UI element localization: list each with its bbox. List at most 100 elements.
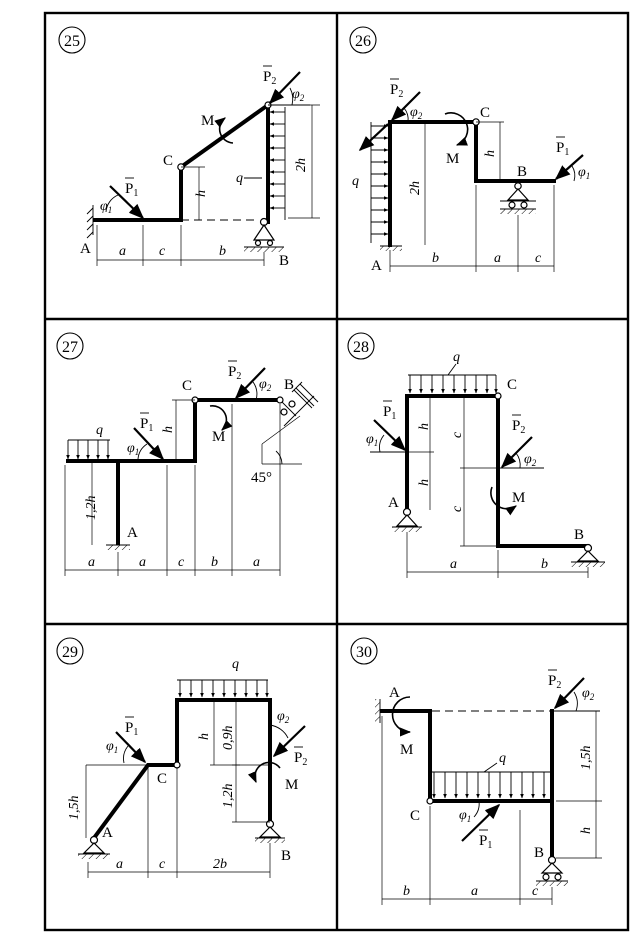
dim-b: b xyxy=(219,244,226,259)
dim-h: h xyxy=(483,150,498,157)
label-a: A xyxy=(80,241,91,257)
force-p1 xyxy=(115,731,147,764)
dim-2h: 2h xyxy=(408,181,423,195)
force-p2 xyxy=(268,71,301,105)
dim-c: c xyxy=(450,431,465,438)
dim-a: a xyxy=(119,244,126,259)
problem-number: 26 xyxy=(355,33,371,50)
label-p2: P2 xyxy=(548,673,561,691)
moment-m xyxy=(214,117,234,144)
dim-2b: 2b xyxy=(213,857,227,872)
label-c: C xyxy=(163,153,173,169)
distributed-load-q xyxy=(177,679,269,698)
label-a: A xyxy=(389,685,400,701)
dim-2h: 2h xyxy=(294,158,309,172)
label-q: q xyxy=(232,657,239,672)
dim-b: b xyxy=(432,251,439,266)
label-p2: P2 xyxy=(512,418,525,436)
distributed-load-q xyxy=(408,374,498,394)
hinge-c xyxy=(494,392,502,400)
label-a: A xyxy=(388,495,399,511)
problem-number: 30 xyxy=(356,644,372,661)
moment-m xyxy=(209,405,233,431)
dimension-lines xyxy=(64,399,281,576)
label-phi1: φ1 xyxy=(127,441,139,457)
label-q: q xyxy=(96,423,103,438)
moment-m xyxy=(490,486,517,516)
label-b: B xyxy=(284,377,294,393)
dim-c: c xyxy=(159,244,166,259)
label-b: B xyxy=(574,527,584,543)
label-c: C xyxy=(410,808,420,824)
label-m: M xyxy=(512,490,525,506)
label-phi2: φ2 xyxy=(582,686,595,702)
problem-25: 25 q xyxy=(58,26,320,269)
label-m: M xyxy=(446,151,459,167)
problem-26: 26 q P2 xyxy=(349,26,590,274)
dim-c: c xyxy=(532,884,539,899)
label-c: C xyxy=(182,378,192,394)
label-b: B xyxy=(281,848,291,864)
dim-c: c xyxy=(178,555,185,570)
distributed-load-q xyxy=(66,439,110,460)
dim-c: c xyxy=(159,857,166,872)
fixed-support-a xyxy=(106,545,130,550)
dim-h: h xyxy=(579,827,594,834)
label-a: A xyxy=(127,525,138,541)
dimension-lines xyxy=(389,121,555,272)
label-m: M xyxy=(212,429,225,445)
dim-a: a xyxy=(116,857,123,872)
problem-number: 29 xyxy=(62,644,78,661)
problem-number-circle xyxy=(58,26,86,54)
pin-support-b xyxy=(571,543,605,567)
label-q: q xyxy=(236,171,243,186)
force-p1 xyxy=(554,154,584,181)
label-a: A xyxy=(102,825,113,841)
label-phi1: φ1 xyxy=(578,165,590,181)
label-p1: P1 xyxy=(125,181,138,199)
distributed-load-q xyxy=(269,107,286,220)
label-phi1: φ1 xyxy=(366,432,378,448)
label-p1: P1 xyxy=(383,404,396,422)
problem-number: 28 xyxy=(353,339,369,356)
problem-number: 27 xyxy=(62,339,78,356)
label-phi2: φ2 xyxy=(410,105,423,121)
dim-1-5h: 1,5h xyxy=(67,796,82,821)
label-p1: P1 xyxy=(556,140,569,158)
label-p2: P2 xyxy=(390,82,403,100)
dim-a-3: a xyxy=(253,555,260,570)
dimension-lines xyxy=(381,711,602,905)
dim-1-5h: 1,5h xyxy=(579,746,594,771)
force-p1 xyxy=(133,427,165,461)
fixed-support-a xyxy=(86,207,94,239)
label-p1: P1 xyxy=(140,416,153,434)
problem-28: 28 A B C xyxy=(347,332,605,578)
label-m: M xyxy=(285,777,298,793)
force-p2 xyxy=(358,123,389,152)
label-b: B xyxy=(517,164,527,180)
dim-a-2: a xyxy=(139,555,146,570)
structure xyxy=(405,394,588,548)
dim-c-2: c xyxy=(450,505,465,512)
distributed-load-q xyxy=(370,122,389,243)
force-p2 xyxy=(553,677,585,710)
label-m: M xyxy=(400,742,413,758)
label-p2: P2 xyxy=(294,750,307,768)
problem-27: 27 A 45° B C xyxy=(56,332,319,576)
dim-h-2: h xyxy=(417,479,432,486)
structure xyxy=(91,698,272,841)
dim-b: b xyxy=(403,884,410,899)
label-phi1: φ1 xyxy=(459,808,471,824)
pin-support-a xyxy=(392,507,422,532)
pin-support-b xyxy=(244,217,284,252)
moment-m xyxy=(391,696,412,737)
dim-a: a xyxy=(471,884,478,899)
moment-m xyxy=(247,761,281,784)
force-p1 xyxy=(461,803,501,842)
pin-support-b xyxy=(255,819,285,843)
roller-support-b xyxy=(500,182,536,214)
label-p2: P2 xyxy=(228,364,241,382)
dim-h: h xyxy=(194,190,209,197)
label-b: B xyxy=(534,845,544,861)
dim-h: h xyxy=(197,733,212,740)
